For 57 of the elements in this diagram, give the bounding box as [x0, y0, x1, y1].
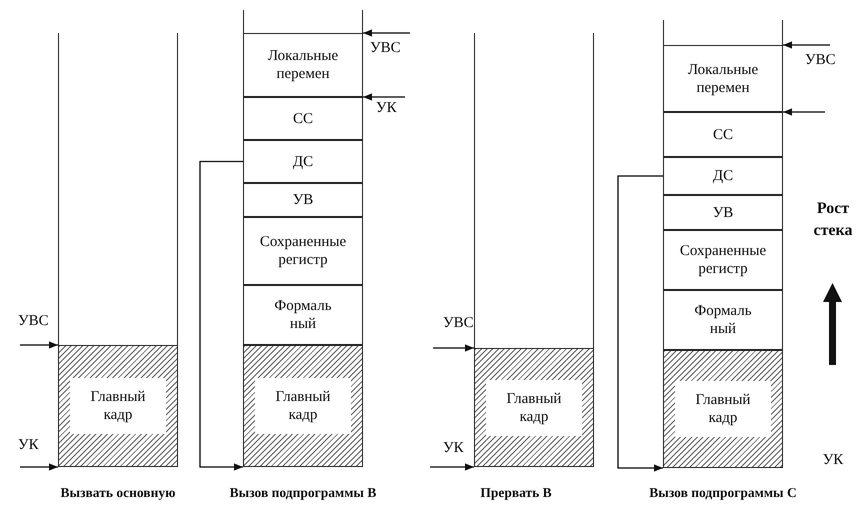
cell-label: Главный кадр — [255, 378, 351, 434]
pointer-arrow — [433, 344, 474, 352]
pointer-arrow — [430, 463, 474, 471]
pointer-arrow — [783, 108, 825, 116]
pointer-arrow — [20, 341, 58, 349]
stack-frame-cell — [244, 97, 362, 140]
cell-label: ДС — [712, 167, 734, 185]
stack-column — [243, 10, 363, 467]
stack-frame-cell — [664, 230, 782, 290]
cell-label: Сохраненные регистр — [678, 242, 768, 278]
edge-label: УВС — [18, 313, 49, 330]
cell-label: СС — [292, 110, 314, 128]
stack-caption: Вызов подпрограммы С — [648, 485, 798, 501]
pointer-arrow — [363, 29, 410, 37]
cell-label: Сохраненные регистр — [258, 233, 348, 269]
stack-frame-cell — [664, 157, 782, 195]
stack-column — [474, 33, 594, 467]
hatched-frame-cell — [59, 345, 177, 467]
stack-caption: Прервать В — [479, 485, 553, 501]
cell-label: Главный кадр — [486, 380, 582, 436]
cell-label: СС — [712, 126, 734, 144]
cell-label: Локальные перемен — [266, 47, 340, 83]
edge-label: УВС — [443, 315, 474, 332]
link-arrow — [199, 160, 243, 471]
hatched-frame-cell — [475, 348, 593, 467]
stack-caption: Вызов подпрограммы В — [228, 485, 378, 501]
pointer-label: УК — [822, 452, 844, 469]
cell-label: Главный кадр — [70, 378, 166, 434]
stack-frame-cell — [244, 183, 362, 217]
stack-frame-cell — [244, 217, 362, 285]
cell-label: УВ — [712, 204, 734, 222]
stack-frame-cell — [244, 33, 362, 97]
cell-label: Формаль ный — [273, 297, 333, 333]
edge-label: УК — [443, 440, 464, 457]
cell-label: УВ — [292, 191, 314, 209]
stack-column — [663, 20, 783, 468]
pointer-arrow — [783, 41, 830, 49]
edge-label: УВС — [805, 52, 836, 69]
stack-column — [58, 33, 178, 467]
cell-label: Главный кадр — [675, 381, 771, 437]
cell-label: ДС — [292, 152, 314, 170]
stack-frame-cell — [664, 45, 782, 112]
edge-label: УК — [18, 437, 39, 454]
stack-frame-cell — [664, 112, 782, 157]
stack-frame-cell — [664, 195, 782, 230]
stack-caption: Вызвать основную — [60, 485, 176, 501]
link-arrow — [617, 175, 663, 472]
edge-label: УК — [376, 100, 397, 117]
growth-label: Рост стека — [812, 199, 854, 242]
hatched-frame-cell — [244, 345, 362, 467]
edge-label: УВС — [370, 40, 401, 57]
stack-frame-cell — [244, 140, 362, 183]
pointer-arrow — [20, 463, 58, 471]
cell-label: Локальные перемен — [686, 60, 760, 96]
cell-label: Формаль ный — [693, 302, 753, 338]
hatched-frame-cell — [664, 350, 782, 468]
pointer-arrow — [363, 93, 405, 101]
